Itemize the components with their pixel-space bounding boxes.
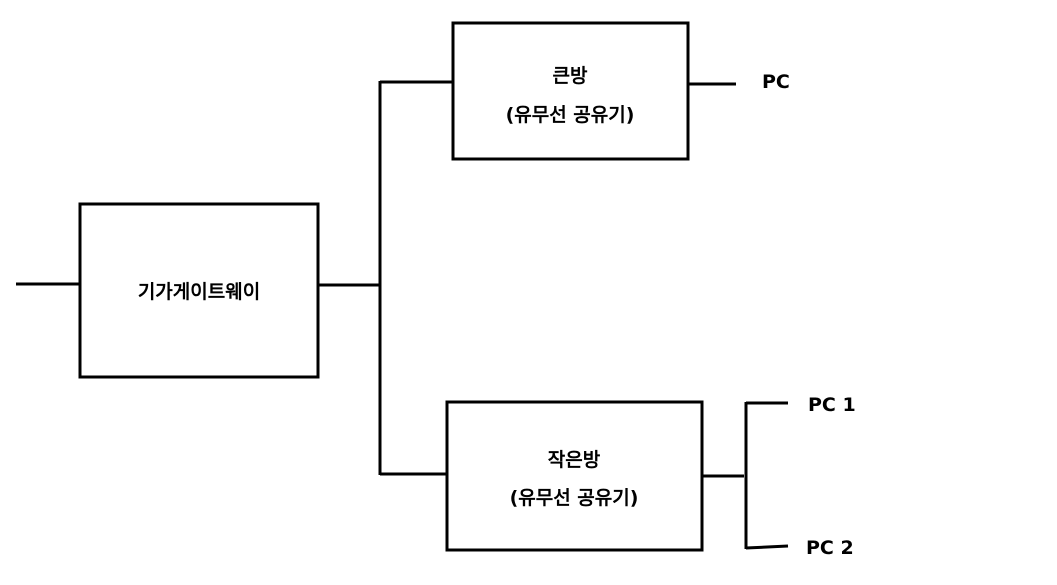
small-room-router-box: 작은방 (유무선 공유기) [445,400,704,552]
pc1-label: PC 1 [808,394,856,416]
small-room-label: 작은방 [548,449,601,471]
big-room-label: 큰방 [553,65,588,87]
pc2-line [745,544,789,550]
gateway-box: 기가게이트웨이 [78,202,320,379]
pc2-label: PC 2 [806,537,854,559]
big-room-sublabel: (유무선 공유기) [506,104,635,126]
big-room-router-box: 큰방 (유무선 공유기) [451,21,690,161]
gateway-label: 기가게이트웨이 [138,281,260,303]
big-room-pc-label: PC [762,71,790,93]
small-room-sublabel: (유무선 공유기) [510,487,639,509]
